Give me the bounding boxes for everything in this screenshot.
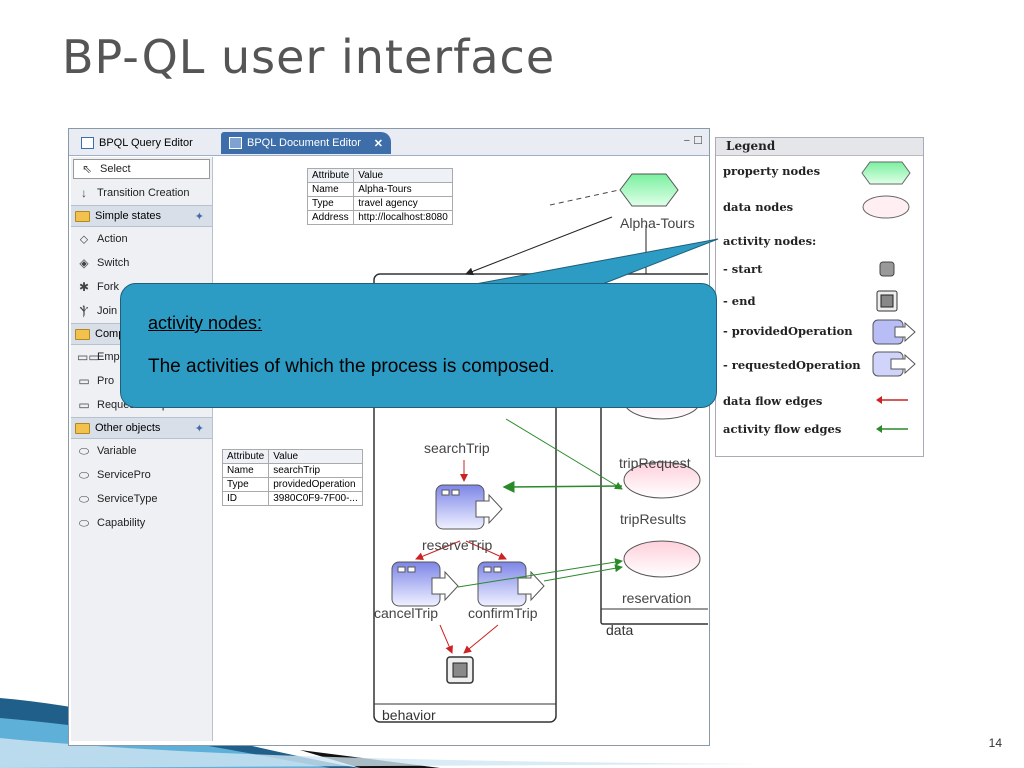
search-trip-label: searchTrip: [424, 440, 490, 456]
palette-transition[interactable]: ↓ Transition Creation: [71, 181, 212, 205]
edge-confirm-end: [463, 624, 499, 654]
attr-connector: [549, 189, 620, 206]
operation-icon: ▭: [78, 398, 90, 412]
ellipse-icon: ⬭: [78, 515, 90, 530]
palette: ⇖ Select ↓ Transition Creation Simple st…: [71, 157, 213, 741]
legend-title: Legend: [716, 138, 923, 156]
ellipse-icon: [862, 195, 910, 219]
end-node-icon: [876, 290, 898, 312]
drawer-simple-states[interactable]: Simple states ✦: [71, 205, 212, 227]
ellipse-icon: ⬭: [78, 491, 90, 506]
palette-provided[interactable]: ▭Pro: [78, 374, 115, 388]
folder-icon: [75, 210, 90, 222]
palette-empty[interactable]: ▭▭Emp: [77, 350, 120, 364]
action-icon: ⬦: [79, 231, 89, 246]
trip-request-label: tripRequest: [619, 455, 691, 471]
behavior-label: behavior: [382, 707, 436, 723]
reserve-trip-node[interactable]: [435, 484, 503, 530]
palette-service-provider[interactable]: ⬭ServicePro: [78, 467, 151, 482]
palette-select[interactable]: ⇖ Select: [73, 159, 210, 179]
palette-fork[interactable]: ✱Fork: [78, 280, 119, 294]
confirm-trip-node[interactable]: [477, 561, 545, 607]
palette-action[interactable]: ⬦Action: [71, 227, 212, 251]
edge-cancel-end: [439, 624, 453, 654]
edge-search-results: [505, 418, 623, 490]
editor-icon: [81, 137, 94, 149]
close-icon[interactable]: ✕: [373, 137, 383, 150]
hexagon-icon: [861, 161, 911, 185]
edge-results-reserve: [502, 480, 623, 493]
legend-start: - start: [723, 262, 763, 276]
requested-operation-icon: [872, 351, 916, 377]
trip-results-node[interactable]: [623, 461, 701, 499]
tab-query-editor[interactable]: BPQL Query Editor: [73, 132, 221, 154]
edge-reserve-confirm: [465, 540, 507, 560]
folder-icon: [75, 328, 90, 340]
pin-icon[interactable]: ✦: [194, 210, 204, 223]
red-arrow-icon: [876, 396, 908, 404]
switch-icon: ◈: [79, 256, 89, 270]
tab-label: BPQL Document Editor: [247, 137, 361, 149]
reservation-node[interactable]: [623, 540, 701, 578]
cancel-trip-node[interactable]: [391, 561, 459, 607]
pin-icon[interactable]: ✦: [194, 422, 204, 435]
legend-end: - end: [723, 294, 756, 308]
fork-icon: ✱: [78, 280, 90, 294]
edge-cancel-reservation: [457, 558, 623, 588]
join-icon: Ⲯ: [79, 303, 89, 318]
legend-data-flow-edges: data flow edges: [723, 394, 823, 408]
reserve-trip-label: reserveTrip: [422, 537, 493, 553]
palette-service-type[interactable]: ⬭ServiceType: [78, 491, 158, 506]
drawer-other-objects[interactable]: Other objects ✦: [71, 417, 212, 439]
callout-title: activity nodes:: [148, 313, 263, 333]
callout-text: The activities of which the process is c…: [148, 356, 555, 377]
reservation-label: reservation: [622, 590, 692, 606]
ellipse-icon: ⬭: [78, 467, 90, 482]
callout: activity nodes: The activities of which …: [120, 283, 717, 408]
legend-activity-flow-edges: activity flow edges: [723, 422, 842, 436]
green-arrow-icon: [876, 425, 908, 433]
edge-alpha-behavior: [465, 216, 613, 276]
legend-panel: Legend property nodes data nodes activit…: [715, 137, 924, 457]
operation-icon: ▭: [78, 374, 90, 388]
legend-property-nodes: property nodes: [723, 164, 821, 178]
slide-title: BP-QL user interface: [62, 30, 556, 84]
tab-document-editor[interactable]: BPQL Document Editor ✕: [221, 132, 391, 154]
data-label: data: [606, 622, 634, 638]
edge-reserve-cancel: [415, 540, 461, 561]
legend-requested-operation: - requestedOperation: [723, 358, 861, 372]
cancel-trip-label: cancelTrip: [374, 605, 439, 621]
provided-operation-icon: [872, 319, 916, 345]
legend-provided-operation: - providedOperation: [723, 324, 853, 338]
ellipse-icon: ⬭: [78, 443, 90, 458]
palette-capability[interactable]: ⬭Capability: [78, 515, 146, 530]
legend-data-nodes: data nodes: [723, 200, 794, 214]
callout-box: [120, 283, 717, 408]
alpha-tours-node[interactable]: [619, 173, 679, 207]
confirm-trip-label: confirmTrip: [468, 605, 538, 621]
editor-icon: [229, 137, 242, 149]
editor-window: BPQL Query Editor BPQL Document Editor ✕…: [68, 128, 710, 746]
window-controls[interactable]: − ☐: [683, 135, 703, 147]
legend-activity-nodes: activity nodes:: [723, 234, 817, 248]
palette-switch[interactable]: ◈Switch: [71, 251, 212, 275]
edge-confirm-reservation: [543, 564, 623, 582]
palette-variable[interactable]: ⬭Variable: [78, 443, 137, 458]
tab-bar: BPQL Query Editor BPQL Document Editor ✕…: [69, 129, 709, 156]
tab-label: BPQL Query Editor: [99, 137, 193, 149]
cursor-icon: ⇖: [81, 162, 93, 176]
start-node-icon: [879, 261, 895, 277]
page-number: 14: [988, 736, 1002, 750]
alpha-tours-label: Alpha-Tours: [620, 215, 695, 231]
trip-results-label: tripResults: [620, 511, 687, 527]
folder-icon: [75, 422, 90, 434]
end-node[interactable]: [446, 656, 474, 684]
arrow-down-icon: ↓: [81, 186, 87, 200]
